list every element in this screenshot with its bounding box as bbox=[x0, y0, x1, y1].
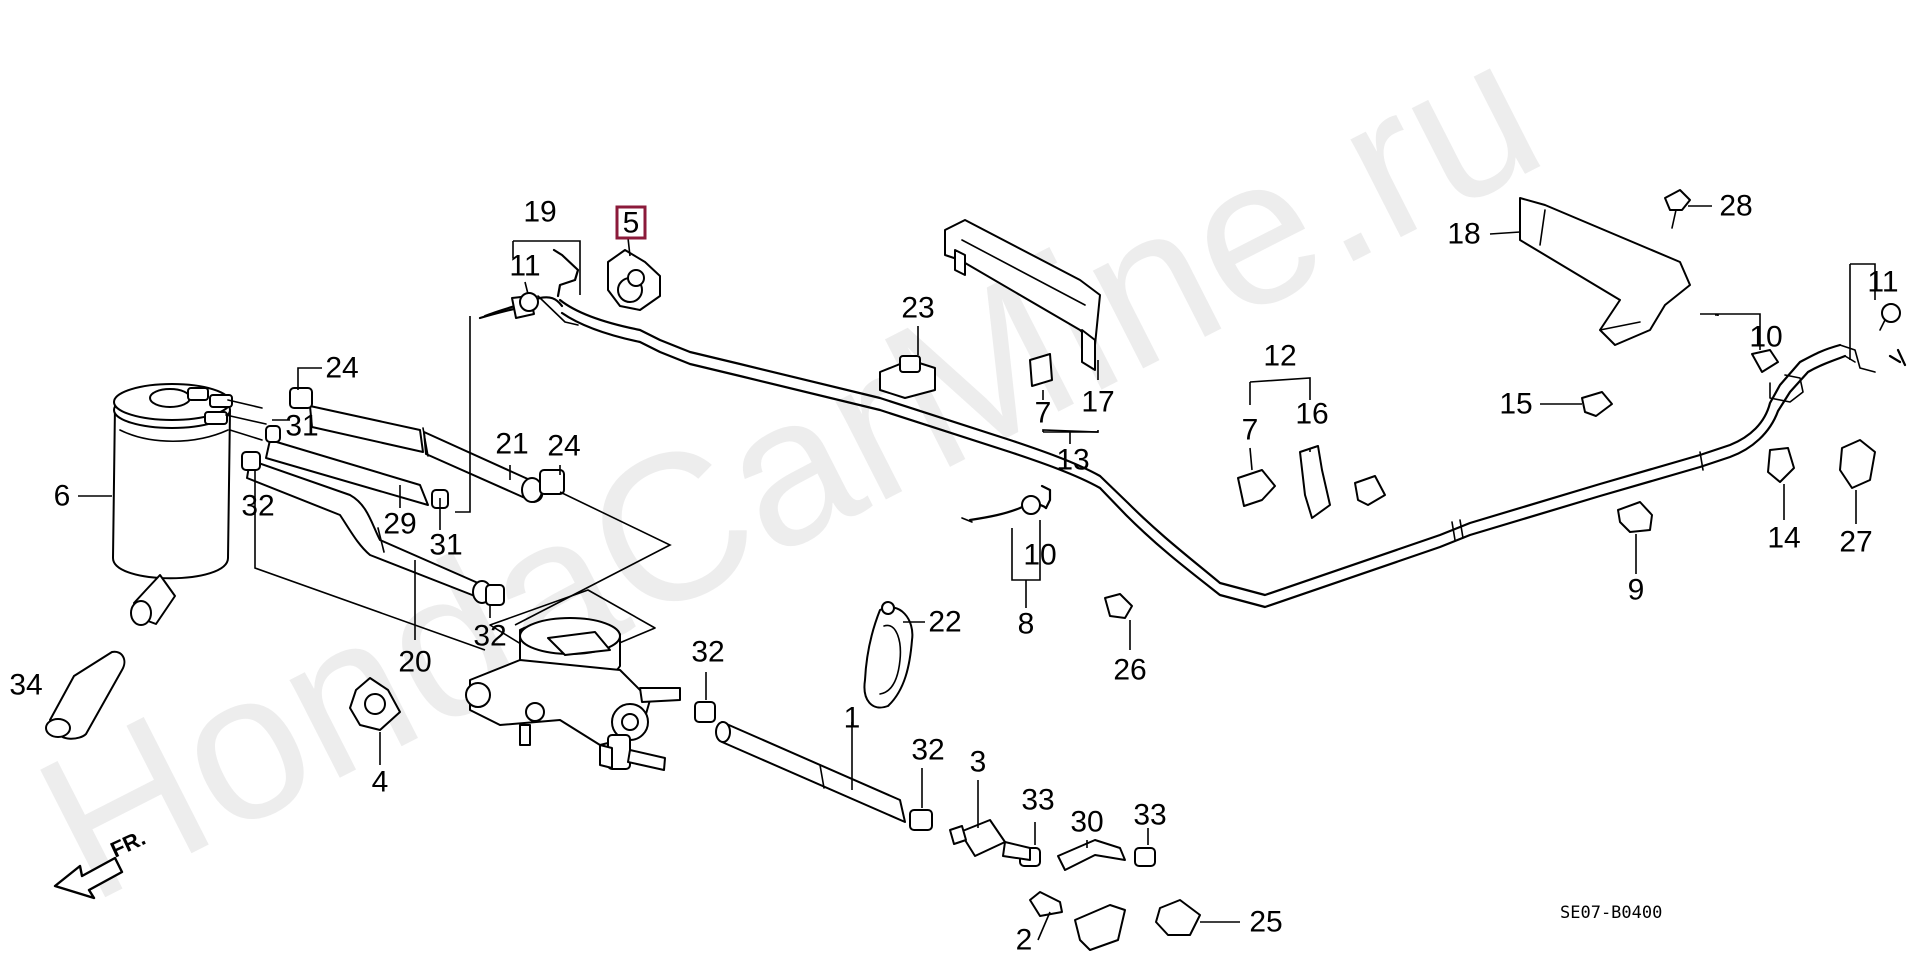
callout-11a[interactable]: 11 bbox=[509, 250, 540, 283]
callout-24b[interactable]: 24 bbox=[547, 430, 580, 463]
callout-33a[interactable]: 33 bbox=[1021, 784, 1054, 817]
callout-13[interactable]: 13 bbox=[1056, 444, 1089, 477]
callout-21[interactable]: 21 bbox=[495, 428, 528, 461]
callout-9[interactable]: 9 bbox=[1628, 574, 1645, 607]
callout-17[interactable]: 17 bbox=[1081, 386, 1114, 419]
callout-24a[interactable]: 24 bbox=[325, 352, 358, 385]
callout-25[interactable]: 25 bbox=[1249, 906, 1282, 939]
callout-32b[interactable]: 32 bbox=[473, 620, 506, 653]
bracket-17 bbox=[944, 219, 1101, 387]
callout-7b[interactable]: 7 bbox=[1242, 414, 1259, 447]
callout-16[interactable]: 16 bbox=[1295, 398, 1328, 431]
callout-15[interactable]: 15 bbox=[1499, 388, 1532, 421]
throttle-body bbox=[465, 589, 681, 771]
callout-27[interactable]: 27 bbox=[1839, 526, 1872, 559]
callout-3[interactable]: 3 bbox=[970, 746, 987, 779]
bracket-18 bbox=[1519, 197, 1691, 346]
callout-20[interactable]: 20 bbox=[398, 646, 431, 679]
callout-30[interactable]: 30 bbox=[1070, 806, 1103, 839]
callout-10b[interactable]: 10 bbox=[1749, 321, 1782, 354]
diagram-code: SE07-B0400 bbox=[1560, 903, 1662, 923]
callout-5[interactable]: 5 bbox=[623, 207, 640, 240]
leader-lines bbox=[78, 205, 1876, 941]
callout-23[interactable]: 23 bbox=[901, 292, 934, 325]
callout-32d[interactable]: 32 bbox=[911, 734, 944, 767]
callout-32c[interactable]: 32 bbox=[691, 636, 724, 669]
watermark: HondaCarMine.ru bbox=[5, 0, 1573, 945]
part-22-strap bbox=[863, 601, 914, 709]
mid-clips bbox=[1237, 445, 1386, 519]
callout-4[interactable]: 4 bbox=[372, 766, 389, 799]
callout-8[interactable]: 8 bbox=[1018, 608, 1035, 641]
callout-26[interactable]: 26 bbox=[1113, 654, 1146, 687]
callout-11b[interactable]: 11 bbox=[1867, 266, 1898, 299]
callout-18[interactable]: 18 bbox=[1447, 218, 1480, 251]
part-10-clip-right bbox=[1751, 349, 1779, 373]
callout-34[interactable]: 34 bbox=[9, 669, 42, 702]
callout-14[interactable]: 14 bbox=[1767, 522, 1800, 555]
hose-1 bbox=[715, 721, 906, 823]
part-11-clip-left bbox=[519, 292, 539, 312]
callout-29[interactable]: 29 bbox=[383, 508, 416, 541]
callout-31b[interactable]: 31 bbox=[429, 529, 462, 562]
callout-33b[interactable]: 33 bbox=[1133, 799, 1166, 832]
callout-10a[interactable]: 10 bbox=[1023, 539, 1056, 572]
callout-12[interactable]: 12 bbox=[1263, 340, 1296, 373]
part-4-clip bbox=[349, 677, 401, 731]
vapor-hoses bbox=[246, 405, 544, 604]
hose-clamps-left bbox=[241, 387, 1156, 867]
callout-7a[interactable]: 7 bbox=[1035, 397, 1052, 430]
highlight-box-part-5 bbox=[615, 205, 647, 240]
callout-31a[interactable]: 31 bbox=[285, 410, 318, 443]
part-30-hose bbox=[1057, 839, 1126, 871]
charcoal-canister bbox=[112, 383, 267, 626]
part-23-clip bbox=[879, 355, 936, 399]
callout-1[interactable]: 1 bbox=[844, 702, 861, 735]
part-5-clip bbox=[607, 249, 661, 311]
callout-28[interactable]: 28 bbox=[1719, 190, 1752, 223]
callout-22[interactable]: 22 bbox=[928, 606, 961, 639]
screw-28 bbox=[1664, 189, 1691, 229]
part-3-filter bbox=[949, 819, 1031, 861]
callout-32a[interactable]: 32 bbox=[241, 490, 274, 523]
callout-6[interactable]: 6 bbox=[54, 480, 71, 513]
part-11-clip-right bbox=[1879, 303, 1901, 331]
callout-2[interactable]: 2 bbox=[1016, 924, 1033, 957]
right-clips bbox=[1104, 391, 1876, 619]
hose-34 bbox=[45, 650, 126, 740]
callout-labels: 1 2 3 4 5 6 7 7 8 9 10 10 11 11 12 13 14… bbox=[9, 190, 1898, 957]
parts-2-25 bbox=[1029, 891, 1201, 951]
callout-19[interactable]: 19 bbox=[523, 196, 556, 229]
